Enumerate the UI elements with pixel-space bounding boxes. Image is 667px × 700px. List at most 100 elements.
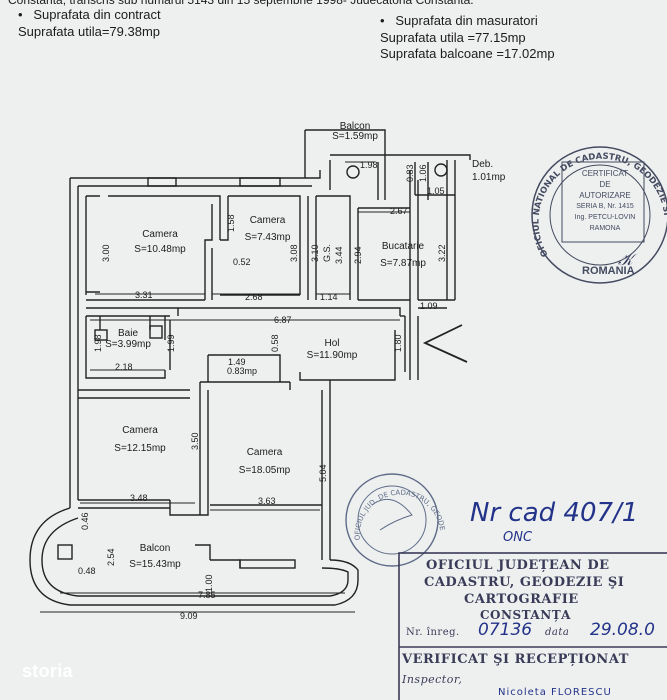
wc-fixture	[346, 165, 360, 179]
stamp-inspector-name: Nicoleta FLORESCU	[498, 687, 612, 698]
dim-label: 3.00	[101, 244, 111, 262]
header-line-1: Constanta, transcris sub numarul 5143 di…	[8, 0, 474, 7]
dim-label: 1.00	[204, 574, 214, 592]
room-closet-area: 0.83mp	[227, 366, 258, 376]
stamp-line: Ing. PETCU-LOVIN	[574, 214, 636, 221]
room-area: S=3.99mp	[105, 339, 151, 350]
dim-label: 2.18	[115, 362, 133, 372]
room-deb: Deb. 1.01mp	[472, 158, 505, 184]
dim-label: 2.54	[106, 548, 116, 566]
room-area: S=15.43mp	[129, 559, 181, 570]
room-name: Bucatarie	[381, 241, 425, 252]
top-balcony	[304, 129, 471, 190]
room-name: Balcon	[139, 543, 171, 554]
room-area: S=11.90mp	[306, 350, 358, 361]
room-name: Camera	[142, 229, 178, 240]
dim-label: 7.85	[198, 590, 216, 600]
room-name: Baie	[117, 328, 138, 339]
measure-title-text: Suprafata din masuratori	[395, 13, 538, 28]
room-name: Hol	[324, 338, 340, 349]
room-balcon-bottom: Balcon S=15.43mp	[115, 541, 195, 573]
room-area: S=18.05mp	[238, 465, 291, 476]
window	[147, 177, 177, 187]
outer-wall	[69, 178, 79, 508]
stamp-box-line2: CADASTRU, GEODEZIE ŞI	[424, 575, 625, 590]
dim-label: 2.67	[390, 206, 408, 216]
dim-label: 1.05	[427, 186, 445, 196]
right-ext	[446, 160, 456, 300]
dim-label: 3.31	[135, 290, 153, 300]
contract-util: Suprafata utila=79.38mp	[18, 24, 161, 39]
room-camera-4: Camera S=18.05mp	[222, 444, 307, 480]
stamp-bottom-text: ROMANIA	[582, 265, 635, 277]
dim-label: 3.63	[258, 496, 276, 506]
dim-label: 1.06	[418, 164, 428, 182]
stamp-box-line3: CARTOGRAFIE	[464, 592, 579, 607]
dim-label: 9.09	[180, 611, 198, 621]
rectangular-stamp: OFICIUL JUDEȚEAN DE CADASTRU, GEODEZIE Ş…	[398, 530, 667, 700]
room-area: S=12.15mp	[114, 443, 166, 454]
dim-label: 3.44	[334, 246, 344, 264]
stamp-reg-number: 07136	[478, 620, 533, 640]
stamp-line: SERIA B, Nr. 1415	[576, 203, 634, 210]
dim-label: 3.50	[190, 432, 200, 450]
dim-label: 5.04	[318, 464, 328, 482]
dim-label: 3.48	[130, 493, 148, 503]
stamp-line: RAMONA	[589, 225, 621, 232]
room-camera-2: Camera S=7.43mp	[235, 212, 300, 246]
stamp-line: AUTORIZARE	[579, 191, 631, 200]
signature-right: 𝒦	[618, 250, 633, 269]
room-area: S=1.59mp	[332, 131, 378, 142]
room-name: Balcon	[339, 121, 371, 132]
dim-label: 2.94	[353, 246, 363, 264]
stamp-box-line4: CONSTANȚA	[480, 608, 571, 622]
bath-fixture	[94, 329, 108, 341]
bullet: •	[380, 13, 396, 28]
room-camera-3: Camera S=12.15mp	[100, 422, 180, 458]
dim-label: 1.98	[360, 160, 378, 170]
room-baie: Baie S=3.99mp	[98, 328, 158, 350]
sink-fixture	[434, 163, 448, 177]
stamp-line: CERTIFICAT	[581, 169, 629, 178]
measure-title: • Suprafata din masuratori	[380, 13, 538, 28]
dim-label: 1.99	[166, 334, 176, 352]
dim-label: 1.09	[420, 301, 438, 311]
bullet: •	[18, 7, 34, 22]
room-area: S=10.48mp	[134, 244, 186, 255]
top-wall	[70, 170, 321, 187]
nr-cad-handwritten: Nr cad 407/1	[470, 498, 639, 528]
right-wall	[409, 170, 419, 380]
room-balcon-top: Balcon S=1.59mp	[325, 122, 385, 142]
room-name: Camera	[249, 215, 286, 226]
stamp-line: DE	[599, 180, 611, 189]
room-area: S=7.43mp	[244, 232, 291, 243]
dim-label: 3.10	[310, 244, 320, 262]
stamp-reg-label: Nr. înreg.	[406, 627, 460, 638]
dim-label: 0.46	[80, 512, 90, 530]
dim-label: 0.48	[78, 566, 96, 576]
dim-label: 3.22	[437, 244, 447, 262]
stamp-frame	[398, 552, 667, 700]
room-hol: Hol S=11.90mp	[297, 338, 367, 362]
contract-title: • Suprafata din contract	[18, 7, 161, 22]
room-bucatarie: Bucatarie S=7.87mp	[368, 238, 438, 272]
dim-label: 1.98	[93, 334, 103, 352]
room-camera-1: Camera S=10.48mp	[115, 227, 205, 257]
stamp-verified: VERIFICAT ŞI RECEPȚIONAT	[402, 652, 629, 667]
stamp-box-text: CERTIFICAT DE AUTORIZARE SERIA B, Nr. 14…	[566, 168, 644, 234]
measure-util: Suprafata utila =77.15mp	[380, 30, 526, 45]
dim-label: 0.52	[233, 257, 251, 267]
onc-handwritten: ONC	[503, 530, 533, 545]
contract-title-text: Suprafata din contract	[33, 7, 161, 22]
dim-label: 6.87	[274, 315, 292, 325]
stamp-date-value: 29.08.0	[590, 620, 655, 640]
stamp-inspector-label: Inspector,	[402, 673, 463, 686]
measure-balcony: Suprafata balcoane =17.02mp	[380, 46, 555, 61]
storia-logo: storia	[22, 661, 73, 681]
dim-label: 1.14	[320, 292, 338, 302]
dim-label: 3.08	[289, 244, 299, 262]
room-name: Camera	[122, 425, 158, 436]
window	[239, 177, 281, 187]
dim-label: 1.49	[228, 357, 246, 367]
